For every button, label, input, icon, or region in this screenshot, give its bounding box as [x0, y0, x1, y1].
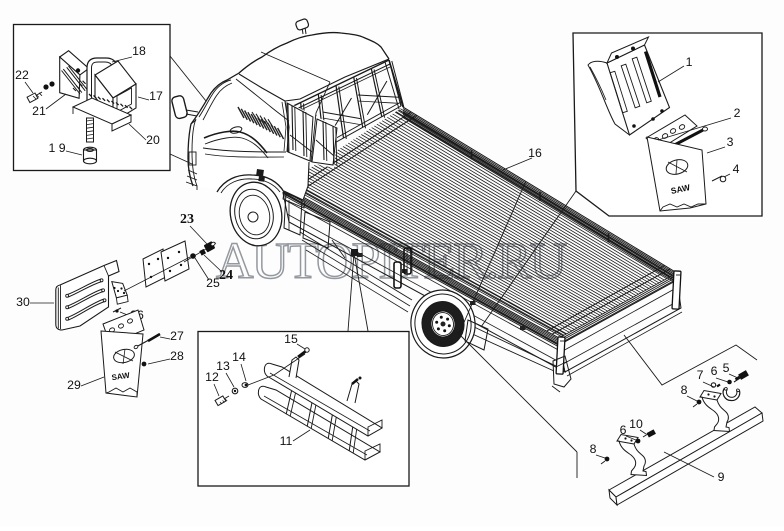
svg-text:18: 18	[132, 44, 146, 58]
svg-text:14: 14	[232, 350, 246, 364]
svg-text:22: 22	[15, 68, 29, 82]
svg-text:7: 7	[697, 368, 704, 382]
svg-text:27: 27	[170, 329, 184, 343]
svg-text:12: 12	[205, 370, 219, 384]
svg-text:10: 10	[629, 417, 643, 431]
svg-text:30: 30	[16, 295, 30, 309]
svg-text:1 9: 1 9	[48, 141, 65, 155]
svg-text:1: 1	[686, 55, 693, 69]
svg-text:24: 24	[219, 268, 233, 283]
svg-text:3: 3	[727, 135, 734, 149]
svg-text:28: 28	[170, 349, 184, 363]
svg-text:23: 23	[180, 212, 194, 227]
svg-text:6: 6	[620, 423, 627, 437]
svg-text:13: 13	[216, 359, 230, 373]
svg-text:8: 8	[590, 442, 597, 456]
svg-text:15: 15	[284, 332, 298, 346]
svg-text:2: 2	[734, 106, 741, 120]
svg-text:8: 8	[681, 383, 688, 397]
svg-text:5: 5	[723, 361, 730, 375]
svg-text:20: 20	[146, 133, 160, 147]
svg-text:16: 16	[528, 146, 542, 160]
svg-text:21: 21	[32, 104, 46, 118]
svg-text:11: 11	[280, 434, 293, 448]
svg-text:SAW: SAW	[111, 371, 131, 383]
svg-text:17: 17	[149, 89, 163, 103]
svg-text:6: 6	[711, 364, 718, 378]
svg-text:9: 9	[718, 470, 725, 484]
svg-text:29: 29	[67, 378, 81, 392]
svg-text:25: 25	[206, 276, 220, 290]
svg-text:SAW: SAW	[670, 182, 692, 196]
svg-text:4: 4	[733, 162, 740, 176]
